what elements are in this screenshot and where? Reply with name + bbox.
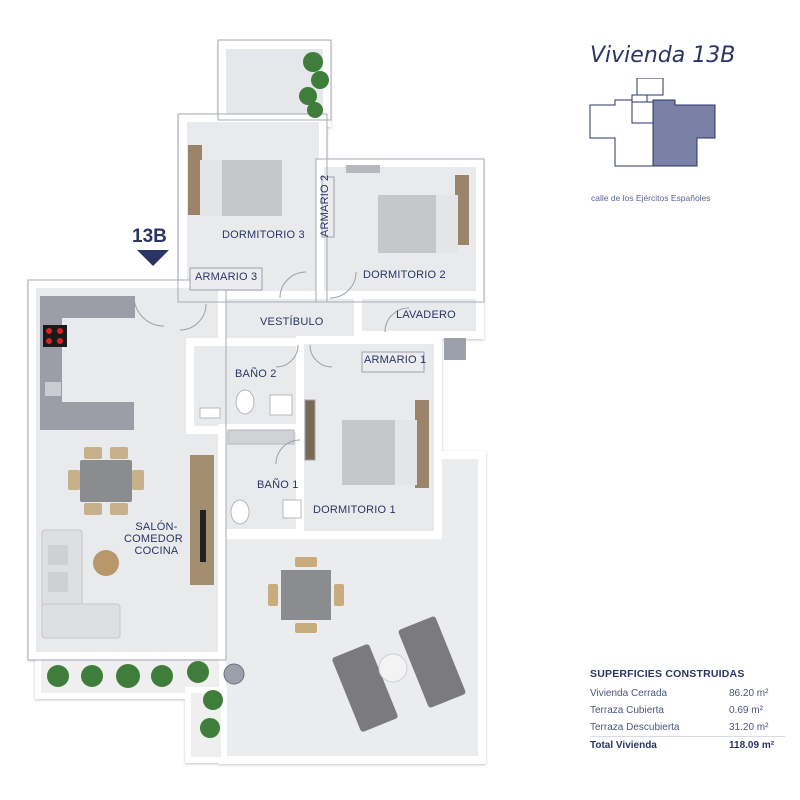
room-label-vestibulo: VESTÍBULO: [260, 316, 324, 328]
room-label-dormitorio-3: DORMITORIO 3: [222, 229, 305, 241]
kitchen-counter: [40, 296, 135, 430]
bathroom-fixtures: [199, 389, 302, 525]
terrace-table: [268, 557, 344, 633]
room-label-armario-3: ARMARIO 3: [195, 271, 258, 283]
room-label-dormitorio-1: DORMITORIO 1: [313, 504, 396, 516]
area-row: Terraza Cubierta 0.69 m²: [590, 702, 785, 719]
area-label: Terraza Descubierta: [590, 722, 680, 733]
area-total-row: Total Vivienda 118.09 m²: [590, 736, 785, 754]
area-row: Terraza Descubierta 31.20 m²: [590, 719, 785, 736]
area-label: Terraza Cubierta: [590, 705, 664, 716]
entrance-arrow-icon: [137, 250, 169, 266]
area-value: 31.20 m²: [729, 722, 769, 733]
bed-dormitorio-3: [188, 145, 282, 216]
dining-table: [68, 447, 144, 515]
room-label-bano-2: BAÑO 2: [235, 368, 277, 380]
area-value: 0.69 m²: [729, 705, 763, 716]
wardrobes: [189, 176, 425, 461]
sofa: [41, 529, 121, 639]
door-swings: [133, 271, 410, 465]
room-label-bano-1: BAÑO 1: [257, 479, 299, 491]
salon-line-2: COMEDOR: [124, 533, 183, 545]
bed-dormitorio-1: [342, 400, 429, 488]
room-label-salon: SALÓN- COMEDOR COCINA: [124, 521, 183, 557]
area-total-label: Total Vivienda: [590, 740, 657, 751]
area-total-value: 118.09 m²: [729, 740, 775, 751]
bed-dormitorio-2: [378, 175, 469, 253]
page-title: Vivienda 13B: [590, 43, 736, 68]
area-row: Vivienda Cerrada 86.20 m²: [590, 685, 785, 702]
room-label-armario-2: ARMARIO 2: [319, 174, 331, 237]
sun-loungers: [332, 616, 466, 732]
columns: [223, 165, 466, 685]
salon-line-3: COCINA: [134, 545, 179, 557]
key-plan: [589, 78, 716, 167]
unit-code: 13B: [132, 226, 167, 247]
area-value: 86.20 m²: [729, 688, 769, 699]
wall-outlines: [27, 39, 485, 661]
street-name: calle de los Ejércitos Españoles: [591, 193, 711, 203]
plants: [47, 52, 329, 738]
tv-unit: [190, 455, 214, 585]
areas-table: SUPERFICIES CONSTRUIDAS Vivienda Cerrada…: [590, 668, 785, 754]
room-label-lavadero: LAVADERO: [396, 309, 456, 321]
area-label: Vivienda Cerrada: [590, 688, 668, 699]
areas-title: SUPERFICIES CONSTRUIDAS: [590, 668, 745, 680]
room-label-dormitorio-2: DORMITORIO 2: [363, 269, 446, 281]
salon-line-1: SALÓN-: [135, 521, 178, 533]
room-label-armario-1: ARMARIO 1: [364, 354, 427, 366]
